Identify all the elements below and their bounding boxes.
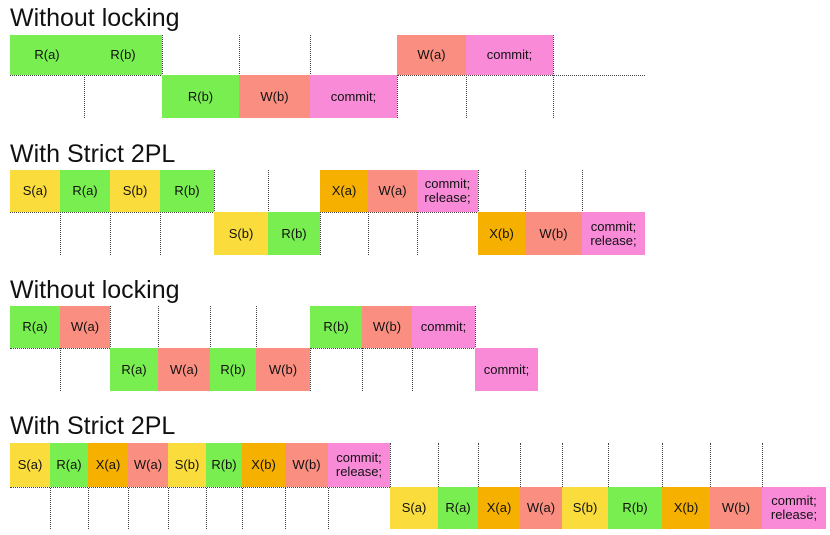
- op-read: R(a): [60, 170, 110, 212]
- op-commit: commit;: [412, 306, 475, 348]
- section-title: Without locking: [10, 4, 180, 32]
- time-tick: [520, 443, 521, 529]
- time-tick: [362, 306, 363, 391]
- op-read: R(b): [210, 348, 256, 391]
- op-write: W(a): [397, 35, 466, 75]
- op-write: W(b): [256, 348, 310, 391]
- op-commit: commit; release;: [762, 487, 826, 529]
- op-commit: commit;: [475, 348, 538, 391]
- op-read: R(b): [84, 35, 162, 75]
- time-tick: [478, 443, 479, 529]
- op-shared: S(a): [390, 487, 438, 529]
- op-read: R(b): [268, 212, 320, 255]
- time-tick: [608, 443, 609, 529]
- section-title: With Strict 2PL: [10, 140, 176, 168]
- op-exclusive: X(b): [662, 487, 710, 529]
- op-shared: S(b): [562, 487, 608, 529]
- time-tick: [310, 306, 311, 391]
- op-write: W(a): [520, 487, 562, 529]
- time-tick: [417, 170, 418, 255]
- op-shared: S(b): [214, 212, 268, 255]
- op-read: R(a): [10, 35, 84, 75]
- time-tick: [390, 443, 391, 529]
- op-shared: S(b): [168, 443, 206, 487]
- section-title: Without locking: [10, 276, 180, 304]
- row-separator: [10, 212, 645, 213]
- op-write: W(b): [710, 487, 762, 529]
- op-shared: S(a): [10, 170, 60, 212]
- op-read: R(b): [162, 75, 239, 118]
- op-write: W(a): [60, 306, 110, 348]
- time-tick: [397, 35, 398, 118]
- op-read: R(a): [50, 443, 88, 487]
- op-commit: commit;: [466, 35, 553, 75]
- op-shared: S(b): [110, 170, 160, 212]
- op-read: R(a): [110, 348, 158, 391]
- op-write: W(b): [239, 75, 310, 118]
- time-tick: [662, 443, 663, 529]
- time-tick: [412, 306, 413, 391]
- op-write: W(b): [285, 443, 328, 487]
- op-read: R(a): [438, 487, 478, 529]
- op-exclusive: X(b): [242, 443, 285, 487]
- op-exclusive: X(a): [478, 487, 520, 529]
- time-tick: [368, 170, 369, 255]
- time-tick: [110, 170, 111, 255]
- op-commit: commit; release;: [582, 212, 645, 255]
- op-write: W(a): [128, 443, 168, 487]
- op-read: R(b): [608, 487, 662, 529]
- op-exclusive: X(a): [88, 443, 128, 487]
- op-write: W(a): [158, 348, 210, 391]
- op-exclusive: X(b): [478, 212, 525, 255]
- op-commit: commit;: [310, 75, 397, 118]
- time-tick: [60, 170, 61, 255]
- op-write: W(a): [368, 170, 417, 212]
- time-tick: [562, 443, 563, 529]
- time-tick: [762, 443, 763, 529]
- time-tick: [160, 170, 161, 255]
- time-tick: [84, 35, 85, 118]
- op-read: R(b): [160, 170, 214, 212]
- time-tick: [438, 443, 439, 529]
- op-write: W(b): [362, 306, 412, 348]
- op-read: R(b): [310, 306, 362, 348]
- section-title: With Strict 2PL: [10, 412, 176, 440]
- op-exclusive: X(a): [320, 170, 368, 212]
- op-write: W(b): [525, 212, 582, 255]
- time-tick: [320, 170, 321, 255]
- op-read: R(a): [10, 306, 60, 348]
- time-tick: [710, 443, 711, 529]
- op-commit: commit; release;: [328, 443, 390, 487]
- time-tick: [466, 35, 467, 118]
- time-tick: [60, 306, 61, 391]
- op-shared: S(a): [10, 443, 50, 487]
- op-commit: commit; release;: [417, 170, 478, 212]
- op-read: R(b): [206, 443, 242, 487]
- time-tick: [553, 35, 554, 118]
